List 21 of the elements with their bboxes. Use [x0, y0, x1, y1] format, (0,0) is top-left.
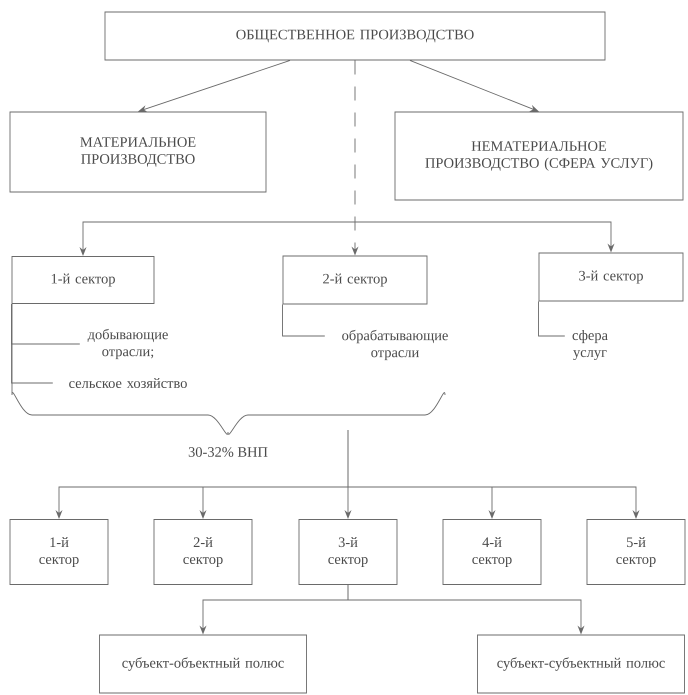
box: субъект-объектный полюс: [99, 634, 307, 694]
box: 1-й сектор: [10, 519, 108, 585]
box: субъект-субъектный полюс: [477, 634, 685, 694]
box: МАТЕРИАЛЬНОЕ ПРОИЗВОДСТВО: [10, 112, 266, 192]
box: 2-й сектор: [282, 256, 428, 304]
text-item: добывающие отрасли;: [88, 328, 168, 360]
bracket-line: [282, 304, 326, 336]
bracket-line: [538, 301, 566, 336]
box: 3-й сектор: [298, 519, 398, 585]
text-item: сфера услуг: [572, 330, 608, 360]
box: 5-й сектор: [586, 519, 686, 585]
box: 4-й сектор: [442, 519, 542, 585]
text-item: обрабатывающие отрасли: [342, 330, 448, 360]
box: 3-й сектор: [538, 252, 684, 302]
box: ОБЩЕСТВЕННОЕ ПРОИЗВОДСТВО: [104, 12, 606, 60]
box: НЕМАТЕРИАЛЬНОЕ ПРОИЗВОДСТВО (СФЕРА УСЛУГ): [394, 112, 684, 200]
box: 1-й сектор: [12, 256, 154, 304]
bracket-line: [11, 304, 54, 384]
note-text: 30-32% ВНП: [188, 447, 268, 457]
box: 2-й сектор: [154, 519, 252, 585]
text-item: сельское хозяйство: [69, 378, 187, 388]
